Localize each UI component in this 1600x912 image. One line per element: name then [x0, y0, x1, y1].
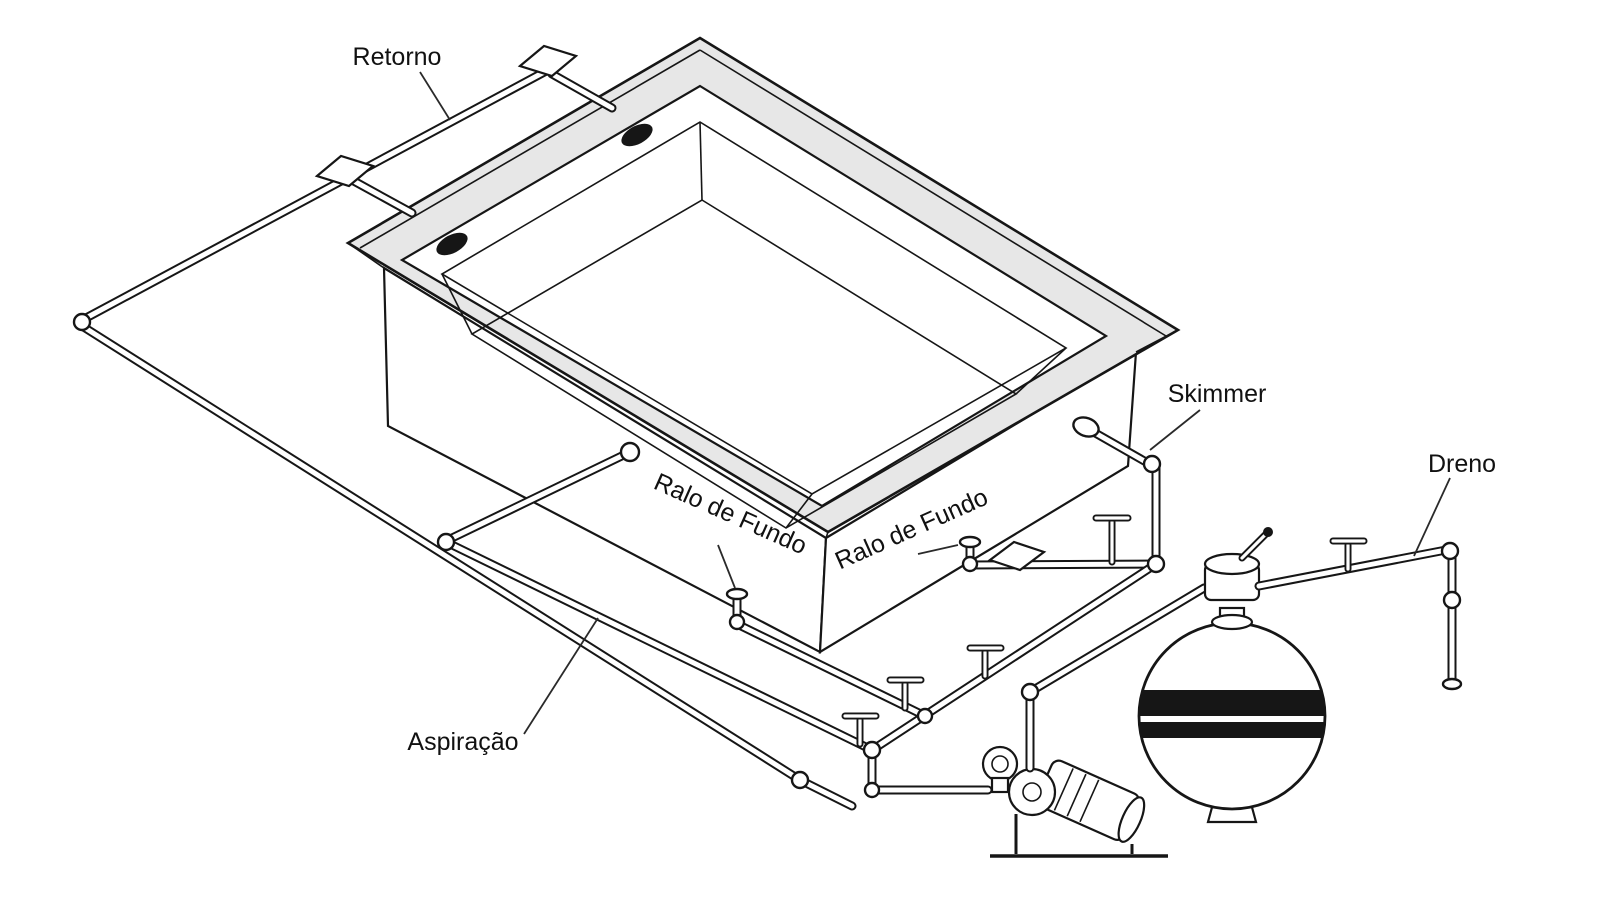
return-inlet-2 [436, 232, 468, 256]
main-drain-2-fitting [987, 540, 1047, 572]
skimmer-leader-line [1149, 409, 1201, 451]
main-drain-1 [725, 587, 930, 721]
valve-waste [1329, 537, 1368, 573]
suction-wall-fitting [619, 441, 641, 463]
return-fitting-1 [517, 44, 579, 78]
sand-filter [1137, 527, 1327, 824]
dreno-leader-line [1413, 477, 1451, 557]
main-drain-1-cap [725, 587, 749, 601]
ralo-fundo-1-leader-line [717, 544, 736, 589]
skimmer-line [1072, 416, 1162, 569]
valve-drain [886, 676, 925, 712]
return-inlet-1 [621, 123, 653, 147]
pump-strainer [981, 745, 1019, 783]
pump [981, 745, 1168, 858]
waste-pipe-outlet [1441, 677, 1463, 691]
main-drain-2-cap [958, 535, 982, 549]
filter-band-1 [1139, 690, 1325, 716]
return-line [72, 44, 857, 811]
aspiracao-leader-line [523, 617, 599, 735]
pump-to-filter-pipe [1020, 583, 1209, 773]
pump-volute [1007, 767, 1057, 817]
ralo-fundo-2-leader-line [917, 544, 959, 555]
pool-opening [399, 84, 1109, 508]
valve-skimmer [966, 644, 1005, 680]
skimmer-wall-fitting [1072, 416, 1100, 438]
return-fitting-2 [314, 154, 376, 188]
filter-band-2 [1139, 722, 1325, 738]
dreno-label: Dreno [1428, 450, 1496, 478]
suction-line [436, 441, 877, 755]
pool [345, 36, 1181, 655]
main-drain-2 [958, 514, 1161, 573]
waste-line [1254, 541, 1463, 691]
valve-suction [841, 712, 880, 748]
pump-motor [1035, 759, 1146, 843]
skimmer-label: Skimmer [1168, 380, 1267, 408]
valve-handle-knob [1263, 527, 1273, 537]
retorno-leader-line [419, 71, 451, 121]
aspiracao-label: Aspiração [407, 728, 518, 756]
retorno-label: Retorno [353, 43, 442, 71]
suction-collector [862, 554, 1166, 799]
